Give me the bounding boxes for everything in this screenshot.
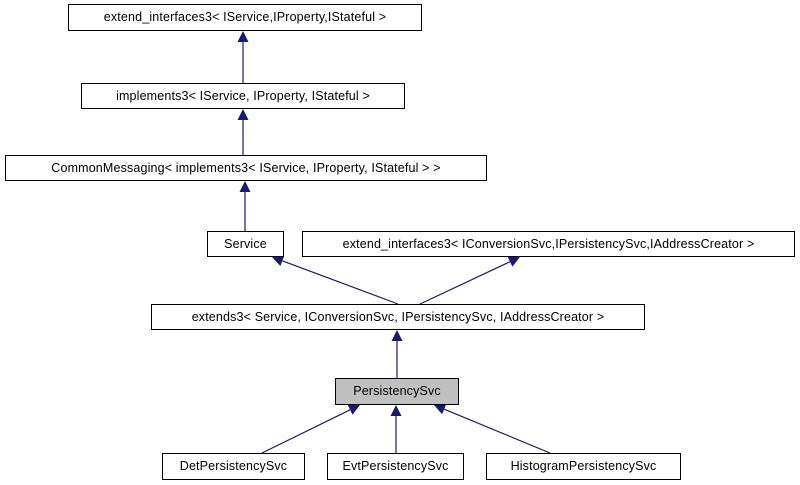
class-node-implements3[interactable]: implements3< IService, IProperty, IState…: [81, 83, 405, 109]
class-node-label: PersistencySvc: [353, 384, 441, 399]
inheritance-edge: [237, 109, 249, 155]
class-node-label: HistogramPersistencySvc: [510, 459, 657, 474]
edge-line: [419, 261, 511, 305]
class-node-label: implements3< IService, IProperty, IState…: [116, 88, 370, 103]
class-node-persistency-svc[interactable]: PersistencySvc: [335, 378, 459, 405]
arrowhead-icon: [390, 405, 402, 416]
arrowhead-icon: [239, 181, 251, 192]
arrowhead-icon: [272, 255, 285, 266]
arrowhead-icon: [347, 404, 360, 415]
edge-line: [261, 409, 351, 454]
class-node-extends3[interactable]: extends3< Service, IConversionSvc, IPers…: [151, 304, 645, 330]
class-node-common-messaging[interactable]: CommonMessaging< implements3< IService, …: [5, 155, 487, 181]
class-node-label: extend_interfaces3< IConversionSvc,IPers…: [342, 236, 755, 251]
class-node-extend-interfaces3-conversion[interactable]: extend_interfaces3< IConversionSvc,IPers…: [302, 231, 795, 257]
class-node-label: CommonMessaging< implements3< IService, …: [51, 160, 441, 175]
inheritance-edge: [237, 31, 249, 83]
arrowhead-icon: [237, 31, 249, 42]
inheritance-edge: [272, 255, 399, 305]
class-node-label: DetPersistencySvc: [179, 459, 288, 474]
inheritance-edge: [391, 330, 403, 378]
arrowhead-icon: [391, 330, 403, 341]
inheritance-edge: [239, 181, 251, 231]
inheritance-edge: [261, 404, 360, 454]
class-node-histogram-persistency-svc[interactable]: HistogramPersistencySvc: [486, 453, 681, 480]
edge-line: [443, 408, 551, 454]
class-node-extend-interfaces3-service[interactable]: extend_interfaces3< IService,IProperty,I…: [68, 4, 422, 31]
inheritance-edge: [434, 404, 551, 454]
arrowhead-icon: [434, 404, 447, 415]
inheritance-edge: [419, 256, 520, 305]
class-node-label: extends3< Service, IConversionSvc, IPers…: [191, 309, 605, 324]
inheritance-edge: [390, 405, 402, 453]
class-node-label: extend_interfaces3< IService,IProperty,I…: [103, 10, 387, 25]
class-node-label: EvtPersistencySvc: [342, 459, 449, 474]
class-node-service[interactable]: Service: [207, 231, 284, 257]
edge-line: [282, 260, 399, 305]
arrowhead-icon: [507, 256, 520, 267]
arrowhead-icon: [237, 109, 249, 120]
class-node-label: Service: [224, 236, 267, 251]
class-node-det-persistency-svc[interactable]: DetPersistencySvc: [162, 453, 305, 480]
class-node-evt-persistency-svc[interactable]: EvtPersistencySvc: [327, 453, 464, 480]
